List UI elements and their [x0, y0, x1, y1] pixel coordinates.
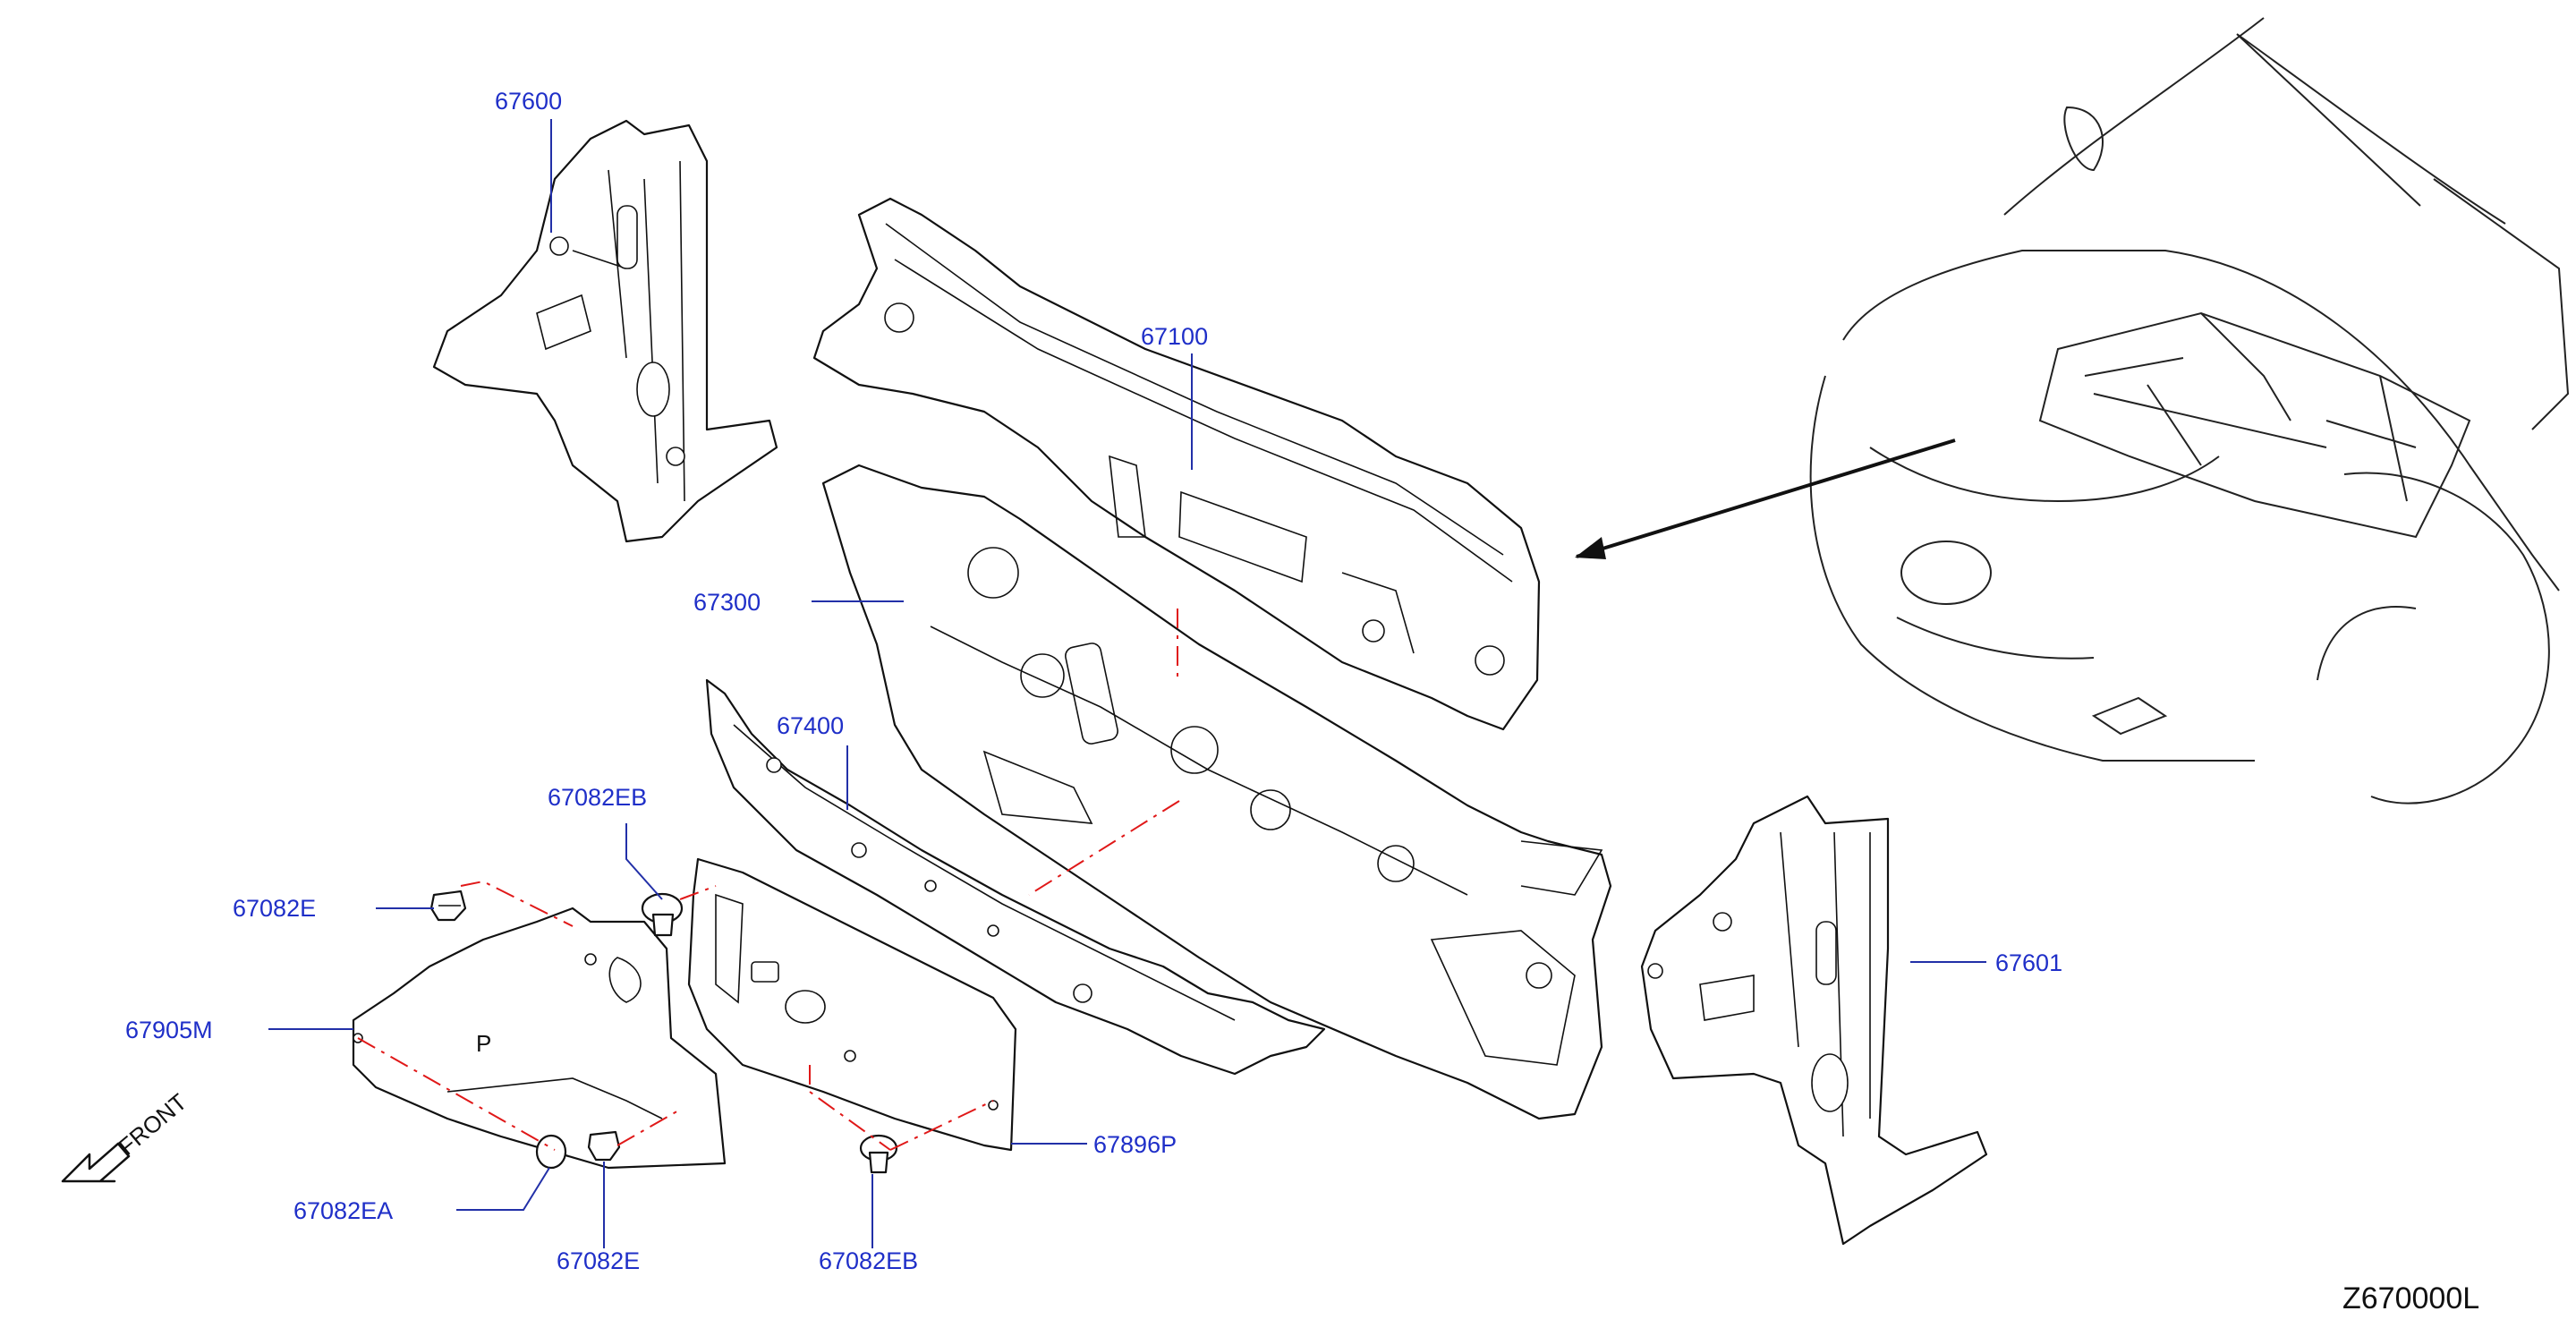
leader-lines: [268, 119, 1986, 1248]
clip-67082e-top: [429, 890, 467, 922]
callout-67600: 67600: [495, 88, 562, 115]
part-67100-upper-cowl: [812, 197, 1541, 731]
part-67300-dash-panel: [821, 464, 1612, 1120]
vehicle-overview: [1809, 17, 2570, 804]
part-67905m-lower-insulator: [352, 907, 727, 1170]
alignment-lines: [357, 609, 1180, 1151]
direction-arrow-head: [1575, 537, 1606, 559]
clip-67082e-bottom: [587, 1130, 621, 1162]
callout-67400: 67400: [777, 712, 844, 739]
callout-67100: 67100: [1141, 323, 1208, 350]
diagram-reference-code: Z670000L: [2342, 1281, 2479, 1315]
front-arrow-icon: [61, 1142, 131, 1183]
front-label: FRONT: [114, 1088, 192, 1161]
callout-67082e-top: 67082E: [233, 895, 316, 922]
part-67896p-insulator: [687, 857, 1017, 1152]
callout-67601: 67601: [1995, 949, 2062, 976]
part-67601-side-panel: [1640, 795, 1988, 1246]
part-67905m-side-mark: P: [476, 1030, 491, 1057]
direction-arrow-shaft: [1576, 438, 1956, 558]
callout-67896p: 67896P: [1093, 1131, 1177, 1158]
clip-67082ea: [535, 1134, 567, 1170]
callout-67905m: 67905M: [125, 1017, 213, 1043]
callout-67082ea: 67082EA: [293, 1197, 393, 1224]
callout-67082eb-bottom: 67082EB: [819, 1247, 918, 1274]
callout-67082e-bottom: 67082E: [557, 1247, 640, 1274]
part-67400-cross-member: [705, 678, 1326, 1076]
clip-67082eb-top: [641, 892, 684, 937]
callout-67300: 67300: [693, 589, 761, 616]
part-67600-side-panel: [432, 119, 778, 543]
callout-67082eb-top: 67082EB: [548, 784, 647, 811]
clip-67082eb-bottom: [859, 1134, 898, 1174]
